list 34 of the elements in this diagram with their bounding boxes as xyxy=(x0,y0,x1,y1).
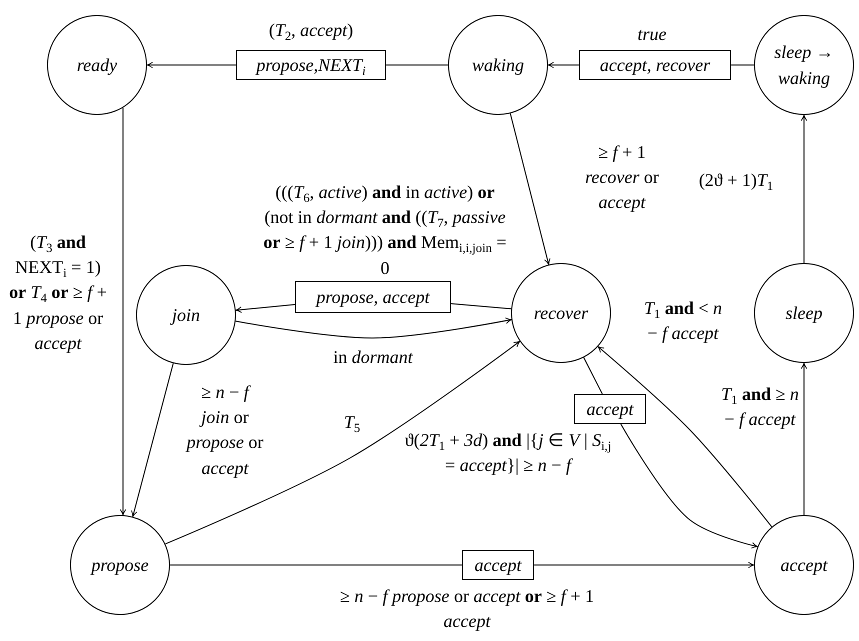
edge-label: (2ϑ + 1)T$_{1}$ xyxy=(698,169,774,194)
edge-label: T$_{1}$ and ≥ n − f accept xyxy=(720,383,800,432)
connector-line xyxy=(450,303,512,310)
state-name: sleep xyxy=(786,302,822,325)
edge-label: T$_{1}$ and < n − f accept xyxy=(643,297,723,346)
output-condition: (T$_{2}$, accept) xyxy=(268,19,354,44)
state-name: sleep → waking xyxy=(773,40,835,90)
output-text: propose,NEXT$_{i}$ xyxy=(256,54,366,78)
edge-label: ≥ f + 1 recover or accept xyxy=(584,141,660,214)
connector-line xyxy=(583,357,603,394)
state-name: propose xyxy=(91,554,149,577)
output-text: accept xyxy=(474,554,522,577)
state-name: join xyxy=(172,304,200,327)
output-box xyxy=(236,50,386,80)
state-name: waking xyxy=(472,54,524,77)
state-name: ready xyxy=(76,54,118,77)
connector-line xyxy=(170,564,462,566)
output-box xyxy=(574,394,646,424)
output-text: propose, accept xyxy=(316,286,430,309)
output-box xyxy=(295,281,451,313)
edge-label: in dormant xyxy=(332,346,414,369)
edge-label: ϑ(2T$_{1}$ + 3d) and |{j ∈ V | S$_{i,j}$ = accept}| ≥ n − f xyxy=(404,429,612,478)
edge-label: (T$_{3}$ and NEXT$_{i}$ = 1) or T$_{4}$ or ≥ f + 1 propose or accept xyxy=(8,231,108,355)
edge-label: T$_{5}$ xyxy=(342,411,362,436)
output-condition: true xyxy=(636,23,668,46)
output-text: accept, recover xyxy=(600,54,710,77)
state-name: accept xyxy=(780,554,828,577)
edge-label: ≥ n − f join or propose or accept xyxy=(185,381,264,480)
output-box xyxy=(462,550,534,580)
output-text: accept xyxy=(586,398,634,421)
output-box xyxy=(579,50,731,80)
state-name: recover xyxy=(534,302,588,325)
connector-line xyxy=(386,64,448,66)
connector-line xyxy=(730,64,754,66)
